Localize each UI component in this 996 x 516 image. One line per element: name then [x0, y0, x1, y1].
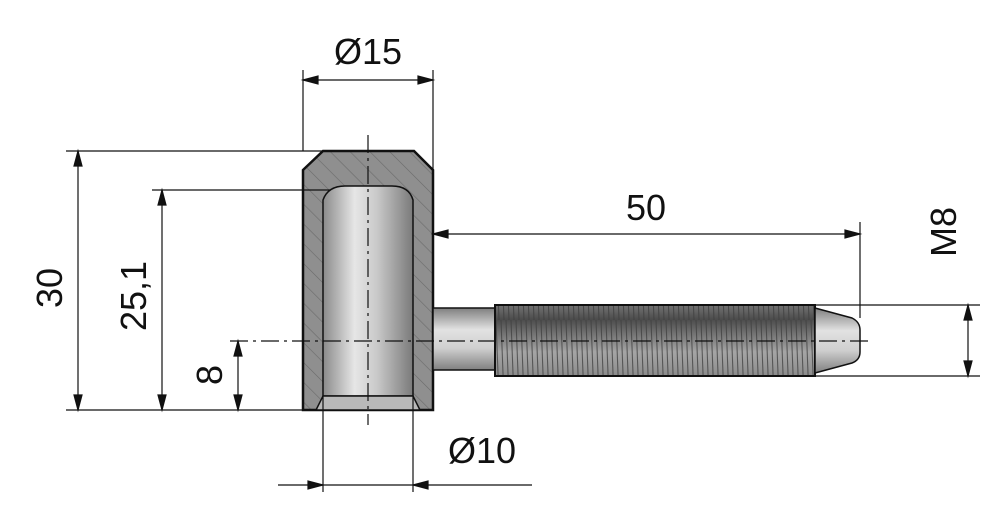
center-lines — [230, 135, 872, 425]
dim-thread: M8 — [923, 207, 964, 257]
dim-overall-height: 30 — [29, 268, 70, 308]
dim-pin-length: 50 — [626, 187, 666, 228]
bore-chamfer — [314, 395, 422, 411]
pin-shank — [432, 307, 496, 371]
hinge-head — [301, 149, 435, 412]
pin-tip — [814, 307, 861, 374]
dim-bore-diameter: Ø10 — [448, 430, 516, 471]
dimension-lines — [66, 70, 980, 492]
dim-pin-offset: 8 — [189, 365, 230, 385]
dim-bore-depth: 25,1 — [113, 261, 154, 331]
dim-head-diameter: Ø15 — [334, 31, 402, 72]
